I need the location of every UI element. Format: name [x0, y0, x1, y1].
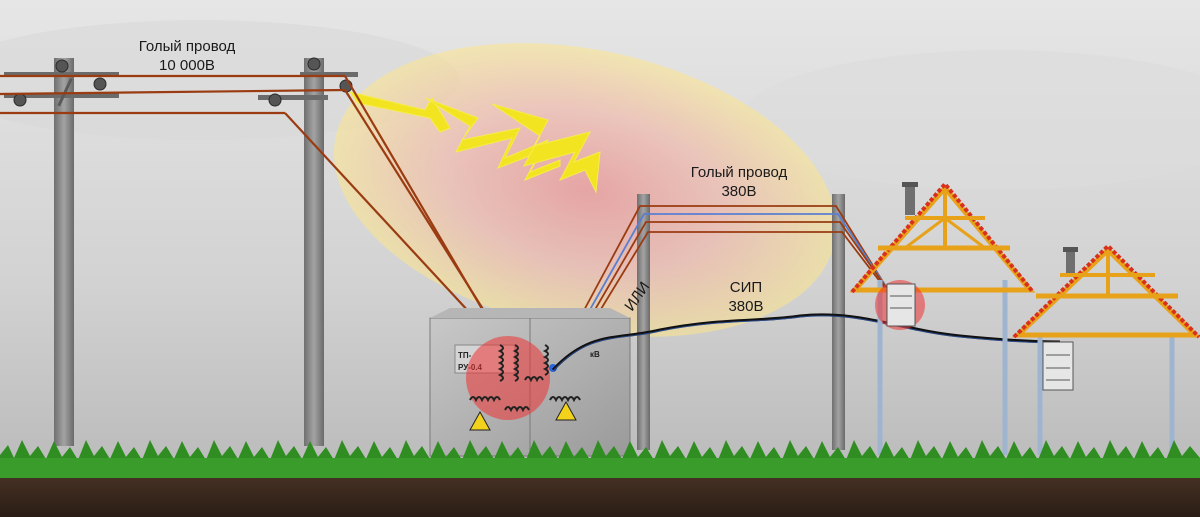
lv-bare-wires [552, 205, 895, 369]
high-voltage-warning-icon [469, 410, 491, 431]
substation-plate-right: кВ [590, 350, 600, 359]
house-2 [1011, 243, 1200, 455]
sip-cable-highlight [552, 315, 1061, 372]
lightning-icon [348, 91, 601, 194]
lv-pole-left [637, 194, 650, 450]
substation-plate-line1: ТП- [458, 351, 472, 360]
transformer-coil-icon [469, 344, 581, 413]
insulator-icon [13, 57, 353, 107]
sip-title: СИП [730, 279, 762, 296]
high-voltage-warning-icon [555, 400, 577, 421]
lv-line-voltage: 380В [721, 183, 756, 200]
house-1 [849, 180, 1036, 455]
sip-cable [551, 313, 1061, 372]
cloud-shade [740, 50, 1200, 190]
transformer-substation: ТП- РУ-0.4 кВ [429, 308, 631, 457]
hv-line-voltage: 10 000В [159, 57, 215, 74]
lv-line-title: Голый провод [691, 164, 788, 181]
hv-pole-left [4, 58, 119, 446]
grass-base [0, 458, 1200, 478]
lv-pole-right [832, 194, 845, 450]
hv-line-title: Голый провод [139, 38, 236, 55]
sip-voltage: 380В [728, 298, 763, 315]
electric-meter-panel [1042, 341, 1074, 391]
cloud-shade [0, 20, 460, 140]
electric-meter-panel [886, 283, 916, 327]
hv-pole-right [258, 58, 358, 446]
